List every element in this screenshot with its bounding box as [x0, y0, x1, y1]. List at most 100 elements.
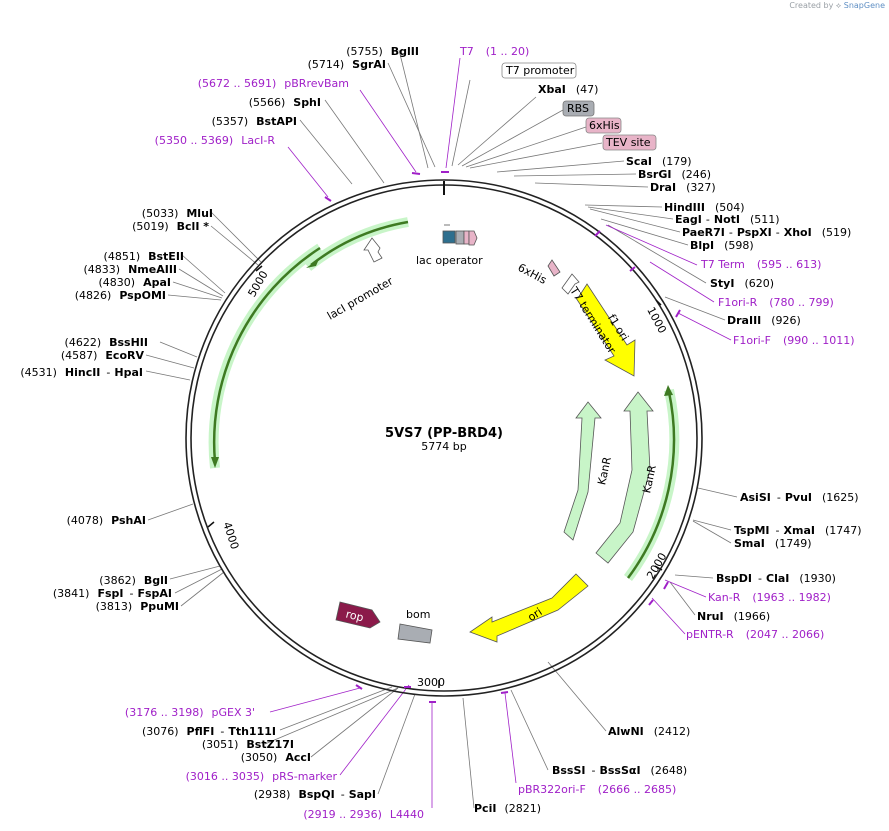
- site-bspqi-sapi: (2938)BspQI-SapI: [254, 788, 376, 801]
- primer-f1ori-r: F1ori-R(780 .. 799): [718, 296, 834, 309]
- kan-arc-head-icon: [664, 385, 673, 396]
- rop-feature: [335, 601, 381, 629]
- rop-label: rop: [344, 607, 365, 624]
- site-pshai: (4078)PshAI: [67, 514, 146, 527]
- six-his-box: [585, 117, 622, 134]
- primer-pgex3: (3176 .. 3198)pGEX 3': [125, 706, 255, 719]
- site-fspi-fspai: (3841)FspI-FspAI: [53, 587, 172, 600]
- site-bsshii: (4622)BssHII: [65, 336, 148, 349]
- rbs-label: RBS: [567, 102, 589, 115]
- tick-label-3000: 3000: [417, 676, 445, 689]
- lac-operator-feature: [442, 230, 456, 244]
- site-styi: StyI(620): [710, 277, 774, 290]
- plasmid-name: 5VS7 (PP-BRD4): [385, 426, 503, 441]
- primer-pbr322ori-f: pBR322ori-F(2666 .. 2685): [518, 783, 676, 796]
- site-nrui: NruI(1966): [697, 610, 770, 623]
- laci-gene-head-icon: [211, 457, 219, 468]
- primer-t7: T7(1 .. 20): [459, 45, 529, 58]
- kanr-feature-1: [563, 401, 602, 541]
- six-his-feature: [463, 230, 470, 245]
- site-tspmi-xmai: TspMI-XmaI(1747): [734, 524, 862, 537]
- primer-leader-lines: [269, 57, 732, 808]
- site-bsrgi: BsrGI(246): [638, 168, 711, 181]
- site-bcli: (5019)BclI *: [132, 220, 209, 233]
- six-his-box-label: 6xHis: [589, 119, 620, 132]
- primer-t7-term: T7 Term(595 .. 613): [700, 258, 821, 271]
- laci-gene-arc: [212, 246, 321, 463]
- primer-f1ori-f: F1ori-F(990 .. 1011): [733, 334, 855, 347]
- kanr-feature-2: [595, 391, 654, 564]
- laci-arc-head-icon: [306, 259, 319, 268]
- backbone-outer: [185, 179, 703, 697]
- snapgene-credit: Created by ⟡ SnapGene: [789, 1, 885, 11]
- six-his-inner-label: 6xHis: [516, 261, 549, 287]
- site-nmeaiii: (4833)NmeAIII: [84, 263, 178, 276]
- left-site-labels: (5755)BglII (5714)SgrAI (5566)SphI (5357…: [20, 45, 419, 801]
- lac-operator-label: lac operator: [416, 254, 483, 267]
- site-draiii: DraIII(926): [727, 314, 801, 327]
- site-scai: ScaI(179): [626, 155, 692, 168]
- site-bsteii: (4851)BstEII: [104, 250, 184, 263]
- site-bstapi: (5357)BstAPI: [212, 115, 297, 128]
- primer-prs-marker: (3016 .. 3035)pRS-marker: [186, 770, 338, 783]
- t7-promoter-box: [501, 62, 577, 79]
- site-sphi: (5566)SphI: [249, 96, 321, 109]
- snapgene-brand: SnapGene: [843, 1, 885, 10]
- credit-text: Created by: [789, 1, 834, 10]
- tick-marks: [207, 265, 663, 688]
- primer-kan-r: Kan-R(1963 .. 1982): [708, 591, 831, 604]
- kanr-label-2: KanR: [640, 464, 659, 495]
- plasmid-size: 5774 bp: [421, 440, 466, 453]
- site-acci: (3050)AccI: [241, 751, 311, 764]
- site-ecorv: (4587)EcoRV: [61, 349, 145, 362]
- primer-l4440: (2919 .. 2936)L4440: [303, 808, 424, 821]
- tick-label-1000: 1000: [644, 305, 669, 336]
- site-drai: DraI(327): [650, 181, 716, 194]
- site-apai: (4830)ApaI: [99, 276, 171, 289]
- right-site-labels: XbaI(47) ScaI(179) BsrGI(246) DraI(327) …: [474, 83, 862, 815]
- snapgene-logo-icon: ⟡: [835, 1, 842, 10]
- site-alwni: AlwNI(2412): [608, 725, 690, 738]
- t7-terminator-arrow-icon: [561, 273, 580, 295]
- site-pspomi: (4826)PspOMI: [75, 289, 166, 302]
- site-pcii: PciI(2821): [474, 802, 541, 815]
- primer-laci-r: (5350 .. 5369)LacI-R: [155, 134, 276, 147]
- laci-promoter-label: lacI promoter: [325, 274, 396, 322]
- six-his-feature-inner: [547, 259, 561, 277]
- site-ppumi: (3813)PpuMI: [96, 600, 179, 613]
- primer-pbrrevbam: (5672 .. 5691)pBRrevBam: [198, 77, 349, 90]
- laci-arc: [310, 220, 409, 266]
- site-asisi-pvui: AsiSI-PvuI(1625): [740, 491, 859, 504]
- site-smai: SmaI(1749): [734, 537, 811, 550]
- site-sgrai: (5714)SgrAI: [308, 58, 386, 71]
- site-eagi-noti: EagI-NotI(511): [675, 213, 780, 226]
- tick-label-4000: 4000: [220, 520, 241, 551]
- leader-lines: [145, 49, 738, 809]
- primer-labels: T7(1 .. 20) (5672 .. 5691)pBRrevBam (535…: [125, 45, 855, 821]
- tev-site-label: TEV site: [605, 136, 651, 149]
- site-blpi: BlpI(598): [690, 239, 754, 252]
- primer-pentr-r: pENTR-R(2047 .. 2066): [686, 628, 824, 641]
- site-paer7i: PaeR7I-PspXI-XhoI(519): [682, 226, 851, 239]
- tev-site-box: [602, 134, 657, 151]
- site-bstz17i: (3051)BstZ17I: [202, 738, 294, 751]
- site-hindiii: HindIII(504): [664, 201, 745, 214]
- site-hincii-hpai: (4531)HincII-HpaI: [20, 366, 143, 379]
- site-pflfi: (3076)PflFI-Tth111I: [142, 725, 276, 738]
- primer-marks: [324, 171, 681, 703]
- site-mlui: (5033)MluI: [142, 207, 213, 220]
- site-bsssi: BssSI-BssSαI(2648): [552, 764, 687, 777]
- ori-feature: [469, 573, 589, 643]
- bom-feature: [397, 623, 433, 644]
- laci-arc-highlight: [304, 217, 409, 271]
- tev-site-feature: [468, 230, 478, 246]
- rbs-box: [562, 100, 595, 117]
- kan-arc: [626, 391, 676, 579]
- f1-ori-feature: [575, 283, 636, 377]
- bom-label: bom: [406, 608, 430, 621]
- site-bspdi-clai: BspDI-ClaI(1930): [716, 572, 836, 585]
- kanr-label-1: KanR: [595, 455, 614, 486]
- site-xbai: XbaI(47): [538, 83, 598, 96]
- t7-promoter-label: T7 promoter: [505, 64, 575, 77]
